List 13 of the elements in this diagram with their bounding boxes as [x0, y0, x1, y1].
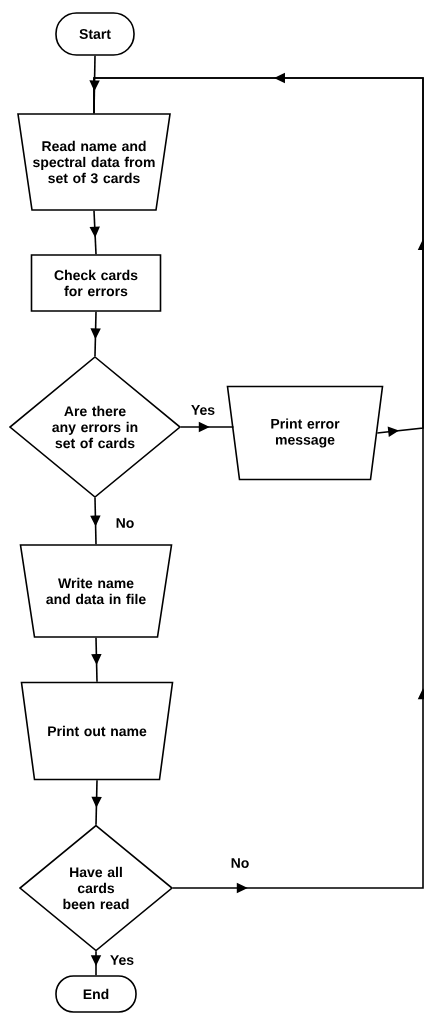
process-box: Check cards for errors: [30, 254, 162, 312]
process-trapezoid: Print out name: [20, 681, 174, 781]
process-trapezoid: Print error message: [226, 385, 384, 481]
edge-label: No: [229, 857, 251, 869]
edge-label: Yes: [108, 954, 136, 966]
arrow: [91, 779, 102, 826]
process-trapezoid: Write name and data in file: [19, 544, 173, 638]
arrow: [90, 311, 101, 357]
edge-label: No: [114, 517, 136, 529]
process-trapezoid: Read name and spectral data from set of 3 cards: [17, 113, 171, 211]
arrow: [90, 497, 101, 545]
arrow: [91, 637, 102, 683]
edge-label: Yes: [189, 404, 217, 416]
